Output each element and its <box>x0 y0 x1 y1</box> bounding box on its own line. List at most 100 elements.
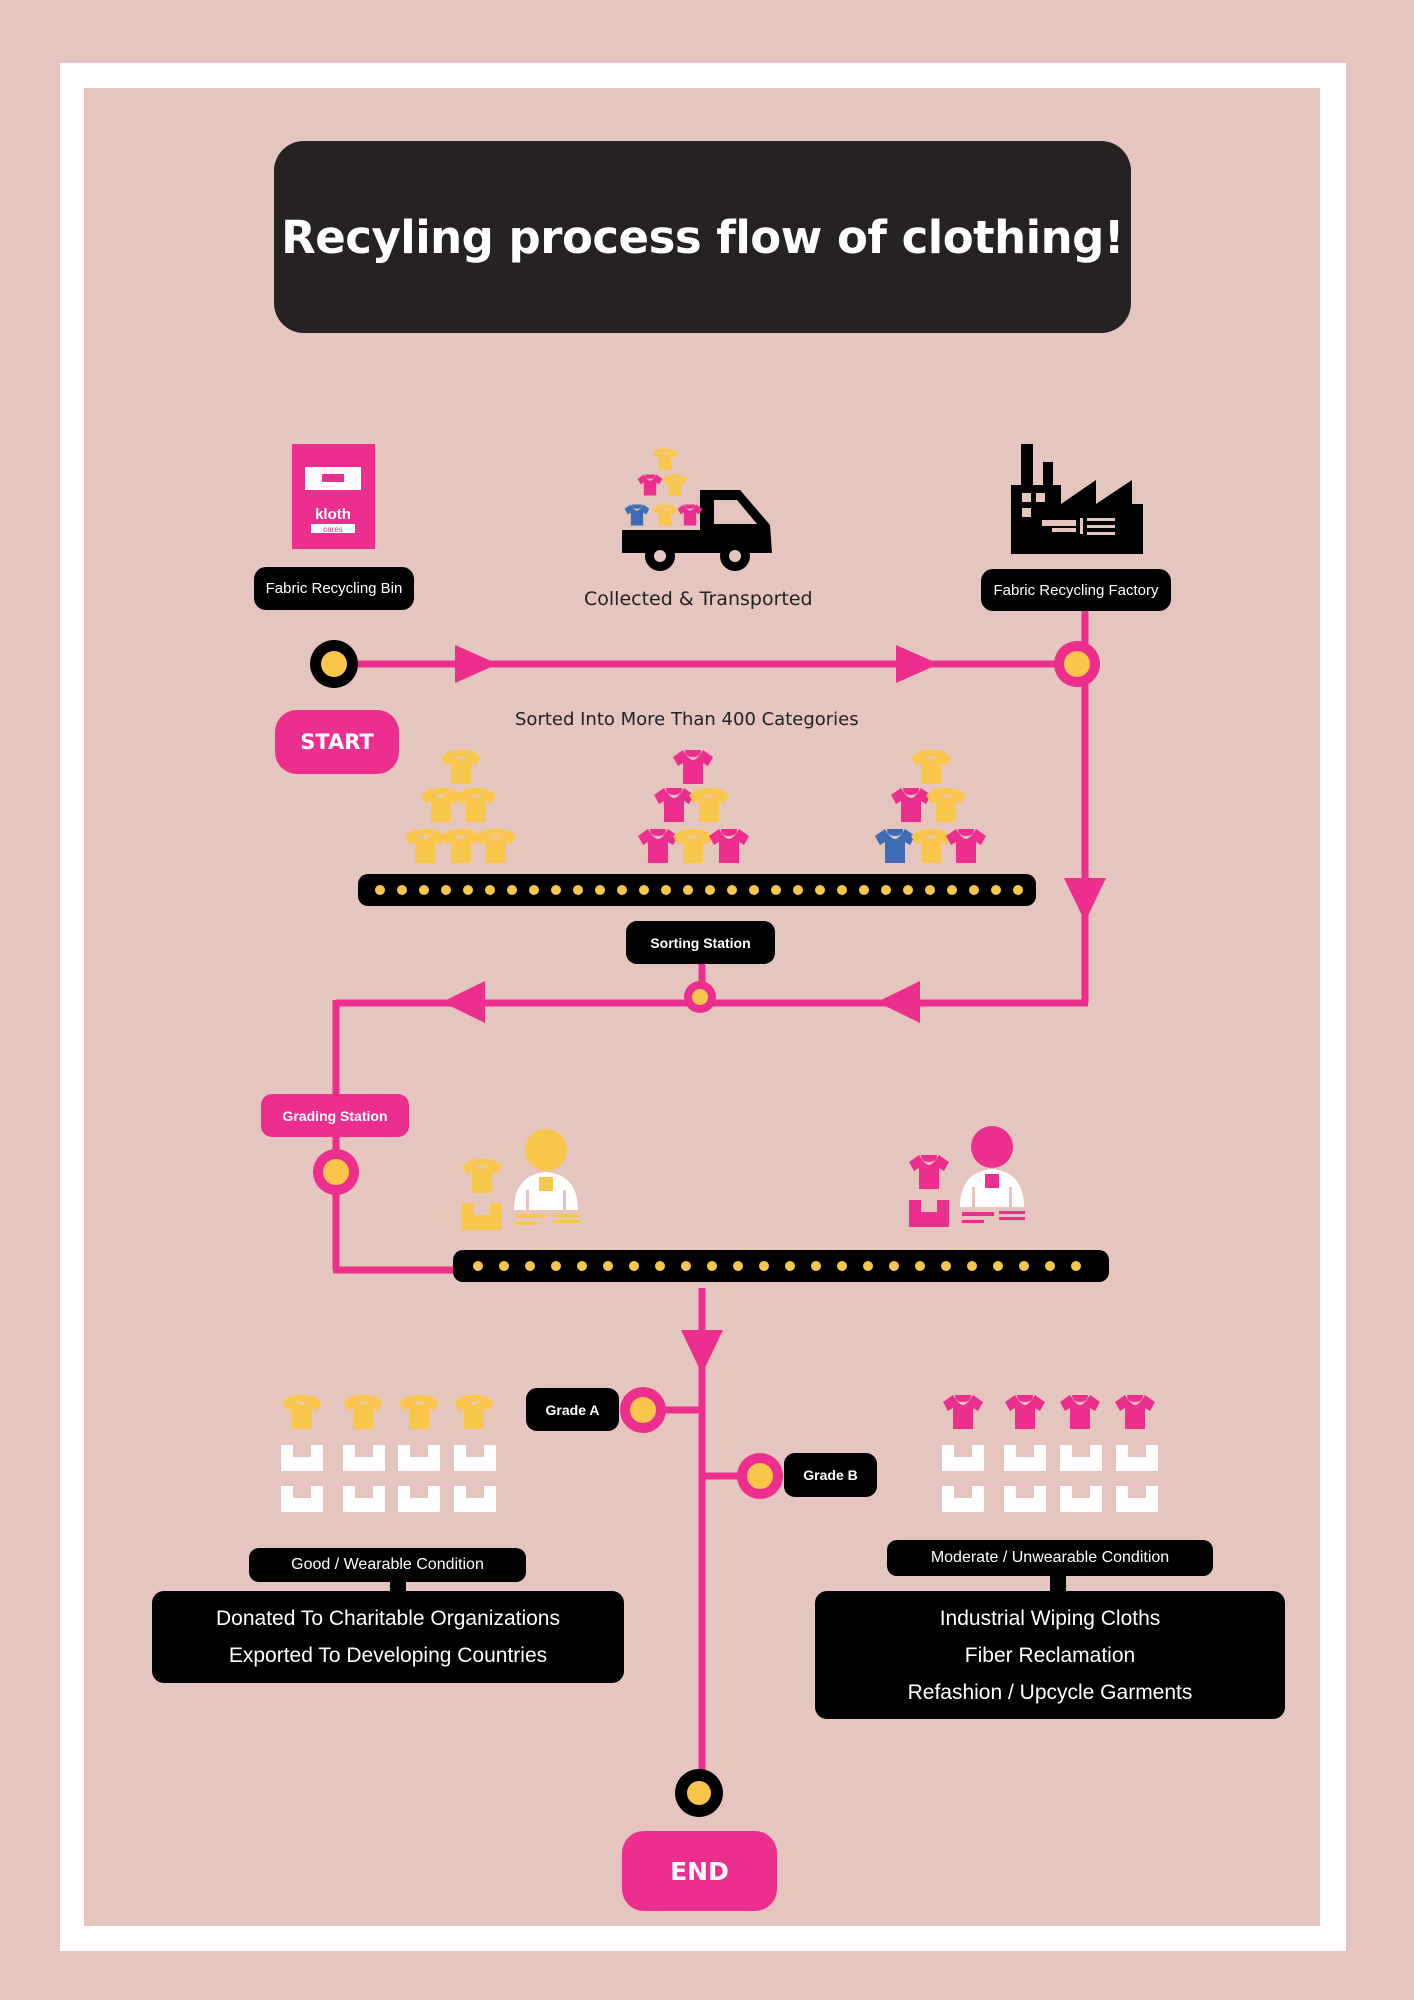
conveyor-roller <box>785 1261 795 1271</box>
factory-icon <box>1011 444 1143 554</box>
conveyor-roller <box>903 885 913 895</box>
conveyor-roller <box>837 1261 847 1271</box>
grade-b-use: Industrial Wiping Cloths <box>939 1606 1161 1630</box>
transport-label: Collected & Transported <box>584 588 813 610</box>
grade-b-label: Grade B <box>784 1453 877 1497</box>
arrow-icon <box>681 1330 723 1374</box>
grade-a-use: Exported To Developing Countries <box>228 1644 548 1667</box>
conveyor-roller <box>485 885 495 895</box>
grading-node-icon <box>313 1149 359 1195</box>
conveyor-roller <box>499 1261 509 1271</box>
conveyor-roller <box>967 1261 977 1271</box>
conveyor-roller <box>925 885 935 895</box>
sorting-piles <box>405 750 986 863</box>
grader-yellow <box>462 1129 579 1230</box>
conveyor-roller <box>507 885 517 895</box>
conveyor-roller <box>863 1261 873 1271</box>
conveyor-roller <box>661 885 671 895</box>
flow-arrows <box>442 645 1106 1374</box>
conveyor-roller <box>573 885 583 895</box>
conveyor-roller <box>727 885 737 895</box>
conveyor-roller <box>993 1261 1003 1271</box>
worker-icon <box>960 1126 1025 1223</box>
bin-brand: kloth <box>315 506 351 523</box>
factory-label: Fabric Recycling Factory <box>981 569 1171 611</box>
conveyor-roller <box>529 885 539 895</box>
conveyor-roller <box>707 1261 717 1271</box>
conveyor-roller <box>655 1261 665 1271</box>
conveyor-roller <box>419 885 429 895</box>
grade-b-bundles <box>942 1395 1158 1512</box>
factory-node-icon <box>1054 641 1100 687</box>
grade-a-label: Grade A <box>526 1388 619 1431</box>
conveyor-roller <box>603 1261 613 1271</box>
conveyor-roller <box>551 1261 561 1271</box>
conveyor-roller <box>681 1261 691 1271</box>
conveyor-sorting <box>358 874 1036 906</box>
conveyor-roller <box>815 885 825 895</box>
bin-label: Fabric Recycling Bin <box>254 567 414 610</box>
conveyor-roller <box>837 885 847 895</box>
conveyor-roller <box>749 885 759 895</box>
conveyor-roller <box>1045 1261 1055 1271</box>
conveyor-grading <box>453 1250 1109 1282</box>
title-banner: Recyling process flow of clothing! <box>274 141 1131 333</box>
conveyor-roller <box>881 885 891 895</box>
conveyor-roller <box>793 885 803 895</box>
grade-a-uses-panel: Donated To Charitable Organizations Expo… <box>152 1591 624 1683</box>
conveyor-roller <box>551 885 561 895</box>
arrow-icon <box>455 645 498 683</box>
conveyor-roller <box>859 885 869 895</box>
shirt-pile-yellow <box>405 750 516 863</box>
end-badge: END <box>622 1831 777 1911</box>
flow-nodes <box>310 640 1100 1817</box>
truck-icon <box>622 448 772 571</box>
conveyor-roller <box>705 885 715 895</box>
grade-a-bundles <box>281 1395 496 1512</box>
conveyor-roller <box>397 885 407 895</box>
start-badge: START <box>275 710 399 774</box>
page-title: Recyling process flow of clothing! <box>281 210 1124 264</box>
grade-b-condition: Moderate / Unwearable Condition <box>887 1540 1213 1576</box>
bin-brand-sub: cares <box>323 525 343 534</box>
conveyor-roller <box>595 885 605 895</box>
conveyor-roller <box>969 885 979 895</box>
conveyor-roller <box>771 885 781 895</box>
conveyor-roller <box>811 1261 821 1271</box>
conveyor-roller <box>941 1261 951 1271</box>
grade-a-use: Donated To Charitable Organizations <box>216 1607 560 1630</box>
conveyor-roller <box>1019 1261 1029 1271</box>
conveyor-roller <box>1013 885 1023 895</box>
conveyor-roller <box>629 1261 639 1271</box>
start-node-icon <box>310 640 358 688</box>
grade-b-use: Fiber Reclamation <box>964 1643 1136 1667</box>
sorting-node-icon <box>684 981 716 1013</box>
sorted-label: Sorted Into More Than 400 Categories <box>515 709 859 730</box>
grader-pink <box>909 1126 1025 1227</box>
conveyor-roller <box>441 885 451 895</box>
conveyor-roller <box>375 885 385 895</box>
arrow-icon <box>442 981 485 1023</box>
recycling-bin-icon: kloth cares <box>292 444 375 549</box>
conveyor-roller <box>525 1261 535 1271</box>
sorting-station-label: Sorting Station <box>626 921 775 964</box>
worker-icon <box>514 1129 579 1225</box>
conveyor-roller <box>947 885 957 895</box>
grading-station-label: Grading Station <box>261 1094 409 1137</box>
conveyor-roller <box>733 1261 743 1271</box>
conveyor-roller <box>1071 1261 1081 1271</box>
conveyor-roller <box>759 1261 769 1271</box>
conveyor-roller <box>639 885 649 895</box>
conveyor-roller <box>617 885 627 895</box>
conveyor-roller <box>577 1261 587 1271</box>
grade-b-use: Refashion / Upcycle Garments <box>907 1680 1193 1704</box>
grade-a-condition: Good / Wearable Condition <box>249 1548 526 1582</box>
arrow-icon <box>877 981 920 1023</box>
arrow-icon <box>1064 878 1106 922</box>
conveyor-roller <box>473 1261 483 1271</box>
grade-b-uses-panel: Industrial Wiping Cloths Fiber Reclamati… <box>815 1591 1285 1719</box>
arrow-icon <box>896 645 939 683</box>
conveyor-roller <box>463 885 473 895</box>
conveyor-roller <box>683 885 693 895</box>
